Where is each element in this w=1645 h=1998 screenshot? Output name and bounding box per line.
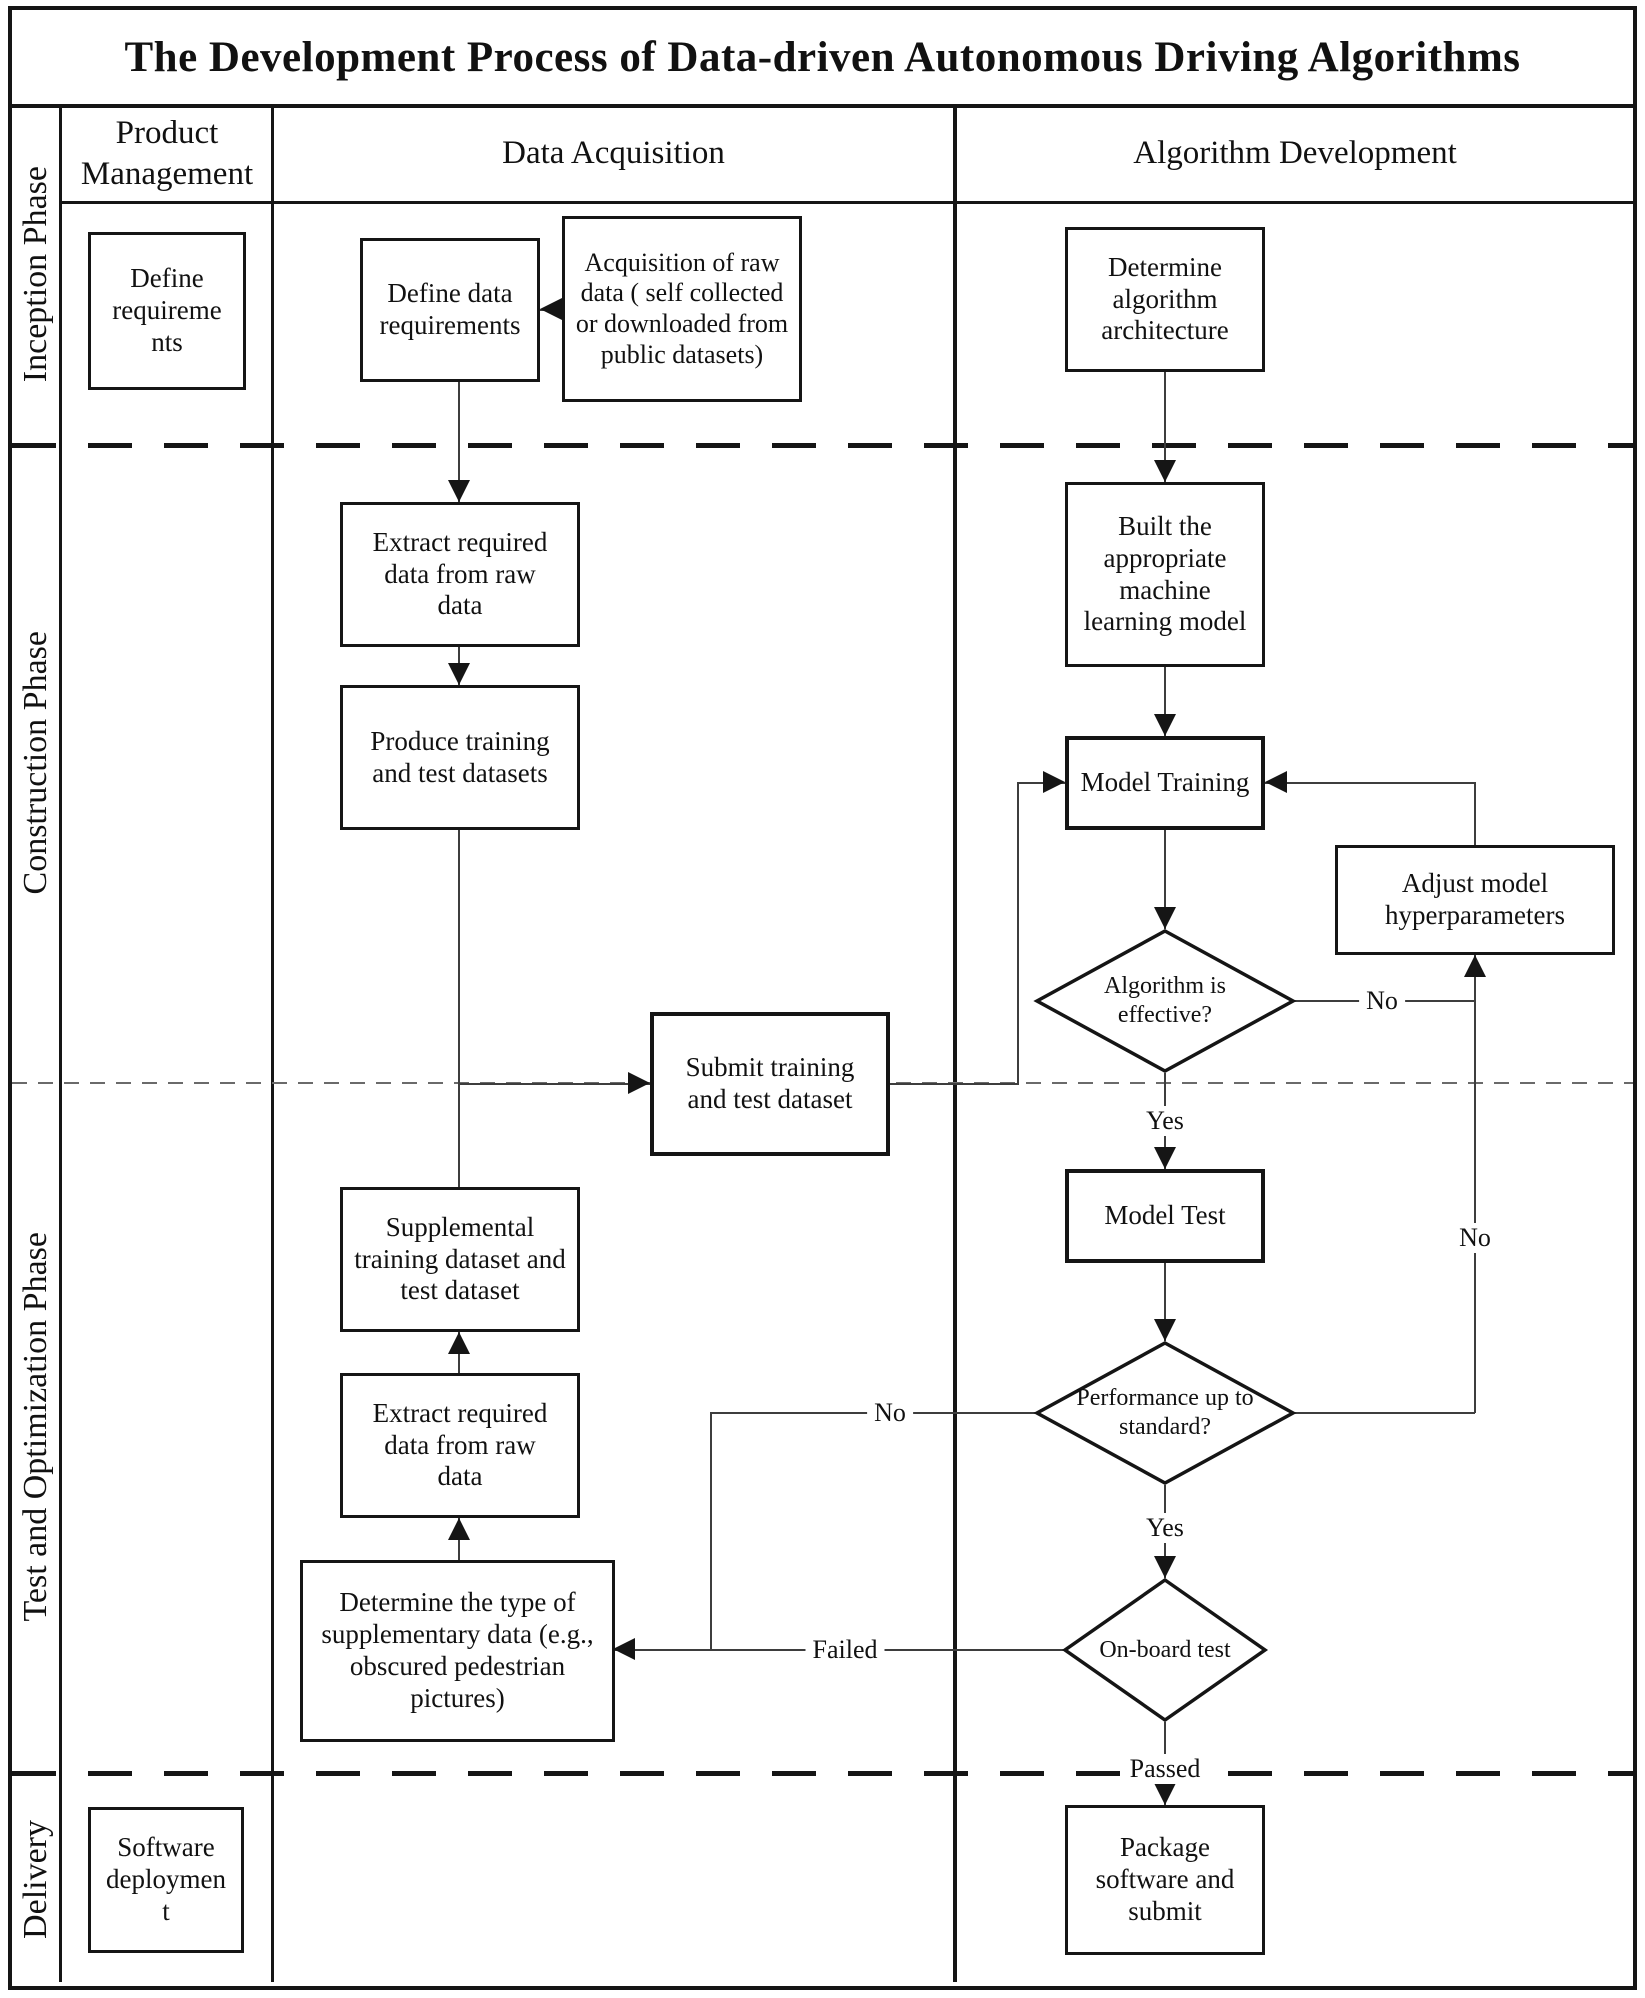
edge-definedata-extract1 — [458, 382, 460, 502]
arrow-into-definedata — [540, 298, 562, 320]
edge-junction-submit — [458, 1083, 650, 1085]
edge-training-effective — [1164, 830, 1166, 929]
phase-label-construction: Construction Phase — [16, 631, 54, 895]
edge-into-training-left — [1017, 782, 1065, 784]
decision-performance-standard: Performance up to standard? — [1033, 1341, 1297, 1485]
node-determine-supplementary-data: Determine the type of supplementary data… — [300, 1560, 615, 1742]
node-extract-required-data-2: Extract required data from raw data — [340, 1373, 580, 1518]
phase-label-test-optimization: Test and Optimization Phase — [16, 1232, 54, 1622]
node-define-data-requirements: Define data requirements — [360, 238, 540, 382]
edge-submit-up-to-training — [1017, 783, 1019, 1084]
outer-border — [8, 6, 1637, 1990]
edge-performance-no-down — [710, 1413, 712, 1650]
diagram-title: The Development Process of Data-driven A… — [124, 33, 1521, 81]
edge-produce-junction-supplemental — [458, 830, 460, 1187]
edge-adjust-to-training — [1265, 782, 1476, 784]
node-produce-datasets: Produce training and test datasets — [340, 685, 580, 830]
column-header-product-management: Product Management — [80, 114, 254, 192]
edge-label-yes-effective: Yes — [1139, 1106, 1191, 1136]
arrow-into-package — [1154, 1783, 1176, 1805]
inception-construction-boundary — [12, 443, 1633, 448]
arrow-into-builtmodel — [1154, 460, 1176, 482]
diamond-shape — [1033, 929, 1297, 1073]
arrow-into-extract2 — [448, 1518, 470, 1540]
arrow-into-training-right — [1265, 771, 1287, 793]
edge-label-no-effective: No — [1359, 986, 1405, 1016]
node-package-software: Package software and submit — [1065, 1805, 1265, 1955]
arrow-into-submit — [628, 1072, 650, 1094]
node-define-requirements: Define requirements — [88, 232, 246, 390]
arrow-into-training-top — [1154, 714, 1176, 736]
node-acquisition-raw-data: Acquisition of raw data ( self collected… — [562, 216, 802, 402]
title-divider — [12, 104, 1633, 108]
node-supplemental-dataset: Supplemental training dataset and test d… — [340, 1187, 580, 1332]
node-built-ml-model: Built the appropriate machine learning m… — [1065, 482, 1265, 667]
edge-performance-no-right — [1295, 1412, 1475, 1414]
edge-architecture-builtmodel — [1164, 372, 1166, 482]
diamond-shape — [1061, 1577, 1269, 1723]
edge-label-passed: Passed — [1122, 1754, 1208, 1784]
arrow-into-modeltest — [1154, 1147, 1176, 1169]
edge-builtmodel-training — [1164, 667, 1166, 736]
decision-algorithm-effective: Algorithm is effective? — [1033, 929, 1297, 1073]
node-adjust-hyperparameters: Adjust model hyperparameters — [1335, 845, 1615, 955]
edge-modeltest-performance — [1164, 1263, 1166, 1341]
node-determine-algorithm-architecture: Determine algorithm architecture — [1065, 227, 1265, 372]
column-header-algorithm-development: Algorithm Development — [1133, 135, 1457, 172]
node-model-training: Model Training — [1065, 736, 1265, 830]
arrow-into-training-left — [1043, 771, 1065, 793]
decision-onboard-test: On-board test — [1061, 1577, 1269, 1723]
diamond-shape — [1033, 1341, 1297, 1485]
arrow-into-extract1 — [448, 480, 470, 502]
edge-label-no-performance: No — [867, 1398, 913, 1428]
arrow-into-supplemental — [448, 1332, 470, 1354]
edge-no-feedback-vertical — [1474, 955, 1476, 1413]
da-ad-column-divider — [953, 104, 957, 1982]
node-submit-dataset: Submit training and test dataset — [650, 1012, 890, 1156]
arrow-into-effective — [1154, 907, 1176, 929]
node-software-deployment: Software deployment — [88, 1807, 244, 1953]
arrow-into-performance — [1154, 1319, 1176, 1341]
arrow-into-onboard — [1154, 1556, 1176, 1578]
edge-label-failed: Failed — [805, 1635, 885, 1665]
node-extract-required-data-1: Extract required data from raw data — [340, 502, 580, 647]
phaseband-divider — [59, 104, 62, 1982]
phase-label-delivery: Delivery — [16, 1819, 54, 1939]
edge-adjust-up — [1474, 783, 1476, 845]
test-delivery-boundary — [12, 1771, 1633, 1776]
pm-column-divider — [271, 104, 274, 1982]
edge-submit-out — [890, 1083, 1019, 1085]
edge-label-yes-performance: Yes — [1139, 1513, 1191, 1543]
header-divider — [60, 201, 1633, 204]
edge-label-no-feedback: No — [1452, 1223, 1498, 1253]
phase-label-inception: Inception Phase — [16, 166, 54, 383]
node-model-test: Model Test — [1065, 1169, 1265, 1263]
column-header-data-acquisition: Data Acquisition — [502, 135, 725, 172]
arrow-into-determine-type — [613, 1638, 635, 1660]
arrow-into-adjust — [1464, 955, 1486, 977]
arrow-into-produce — [448, 663, 470, 685]
